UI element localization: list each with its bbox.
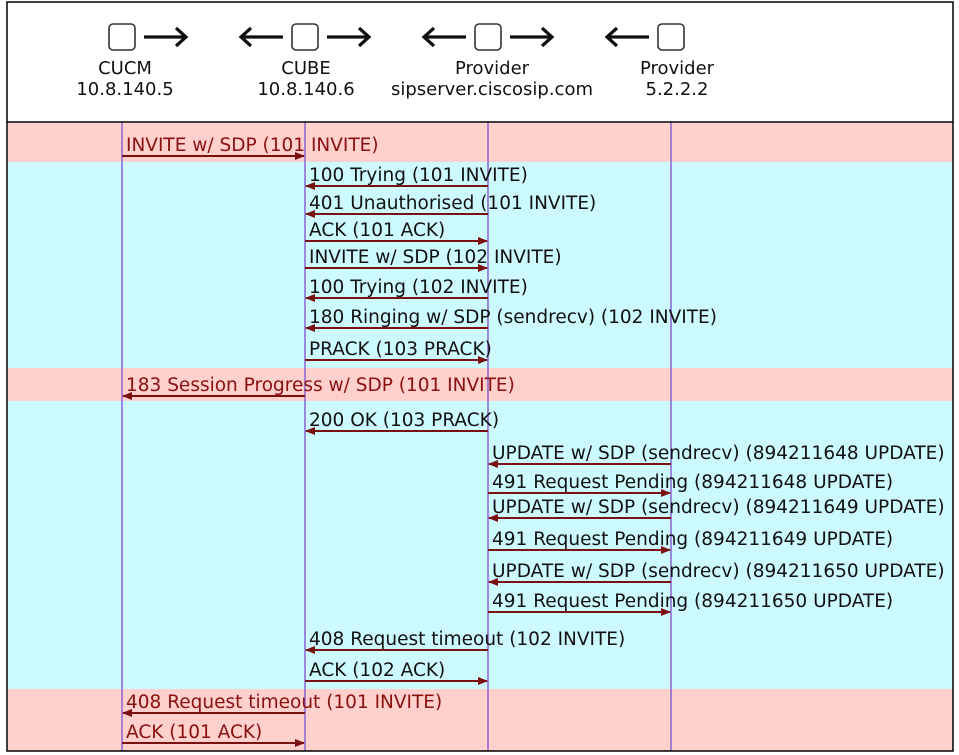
participant-name: Provider xyxy=(455,58,530,79)
message: PRACK (103 PRACK) xyxy=(305,339,492,364)
left-arrow-icon xyxy=(421,26,466,48)
message-label: INVITE w/ SDP (101 INVITE) xyxy=(126,135,379,156)
message: INVITE w/ SDP (102 INVITE) xyxy=(305,247,562,272)
message-label: 491 Request Pending (894211649 UPDATE) xyxy=(492,529,893,550)
message-label: UPDATE w/ SDP (sendrecv) (894211649 UPDA… xyxy=(492,497,945,518)
message: UPDATE w/ SDP (sendrecv) (894211648 UPDA… xyxy=(488,443,945,468)
message-label: ACK (101 ACK) xyxy=(126,722,262,743)
message: ACK (101 ACK) xyxy=(305,220,488,245)
message-label: 491 Request Pending (894211648 UPDATE) xyxy=(492,472,893,493)
participant-box-icon xyxy=(474,23,502,51)
participant-box-icon xyxy=(657,23,685,51)
message: 100 Trying (102 INVITE) xyxy=(305,277,528,302)
message-label: 200 OK (103 PRACK) xyxy=(309,410,499,431)
participant-address: 5.2.2.2 xyxy=(646,79,709,100)
message-label: INVITE w/ SDP (102 INVITE) xyxy=(309,247,562,268)
message: UPDATE w/ SDP (sendrecv) (894211650 UPDA… xyxy=(488,561,945,586)
message: 408 Request timeout (101 INVITE) xyxy=(122,692,442,717)
message-label: 401 Unauthorised (101 INVITE) xyxy=(309,193,596,214)
participant-address: sipserver.ciscosip.com xyxy=(391,79,593,100)
participant-name: Provider xyxy=(640,58,715,79)
participant-address: 10.8.140.6 xyxy=(257,79,354,100)
message: ACK (101 ACK) xyxy=(122,722,305,747)
left-arrow-icon xyxy=(238,26,283,48)
right-arrow-icon xyxy=(327,26,372,48)
message: 401 Unauthorised (101 INVITE) xyxy=(305,193,596,218)
participant-address: 10.8.140.5 xyxy=(76,79,173,100)
participant-name: CUBE xyxy=(281,58,330,79)
message-label: ACK (102 ACK) xyxy=(309,660,445,681)
right-arrow-icon xyxy=(510,26,555,48)
message-label: 180 Ringing w/ SDP (sendrecv) (102 INVIT… xyxy=(309,307,717,328)
message-label: PRACK (103 PRACK) xyxy=(309,339,492,360)
participant-box-icon xyxy=(291,23,319,51)
message-label: UPDATE w/ SDP (sendrecv) (894211648 UPDA… xyxy=(492,443,945,464)
message: 183 Session Progress w/ SDP (101 INVITE) xyxy=(122,375,515,400)
message: UPDATE w/ SDP (sendrecv) (894211649 UPDA… xyxy=(488,497,945,522)
message: 491 Request Pending (894211648 UPDATE) xyxy=(488,472,893,497)
right-arrow-icon xyxy=(144,26,189,48)
message: ACK (102 ACK) xyxy=(305,660,488,685)
message: INVITE w/ SDP (101 INVITE) xyxy=(122,135,379,160)
diagram-frame xyxy=(6,1,954,752)
participant-box-icon xyxy=(108,23,136,51)
message-label: 408 Request timeout (102 INVITE) xyxy=(309,629,625,650)
participant-name: CUCM xyxy=(98,58,152,79)
message-label: UPDATE w/ SDP (sendrecv) (894211650 UPDA… xyxy=(492,561,945,582)
band-layer xyxy=(8,123,953,751)
band-cyan xyxy=(8,401,953,689)
message: 491 Request Pending (894211649 UPDATE) xyxy=(488,529,893,554)
message: 491 Request Pending (894211650 UPDATE) xyxy=(488,591,893,616)
left-arrow-icon xyxy=(604,26,649,48)
message-layer: INVITE w/ SDP (101 INVITE) 100 Trying (10… xyxy=(122,135,945,747)
band-pink xyxy=(8,689,953,751)
message: 100 Trying (101 INVITE) xyxy=(305,165,528,190)
message-label: 491 Request Pending (894211650 UPDATE) xyxy=(492,591,893,612)
message-label: 100 Trying (102 INVITE) xyxy=(309,277,528,298)
message: 408 Request timeout (102 INVITE) xyxy=(305,629,625,654)
message-label: 183 Session Progress w/ SDP (101 INVITE) xyxy=(126,375,515,396)
message: 180 Ringing w/ SDP (sendrecv) (102 INVIT… xyxy=(305,307,717,332)
header: CUCM10.8.140.5CUBE10.8.140.6Providersips… xyxy=(76,23,715,100)
message-label: ACK (101 ACK) xyxy=(309,220,445,241)
message: 200 OK (103 PRACK) xyxy=(305,410,499,435)
message-label: 408 Request timeout (101 INVITE) xyxy=(126,692,442,713)
message-label: 100 Trying (101 INVITE) xyxy=(309,165,528,186)
